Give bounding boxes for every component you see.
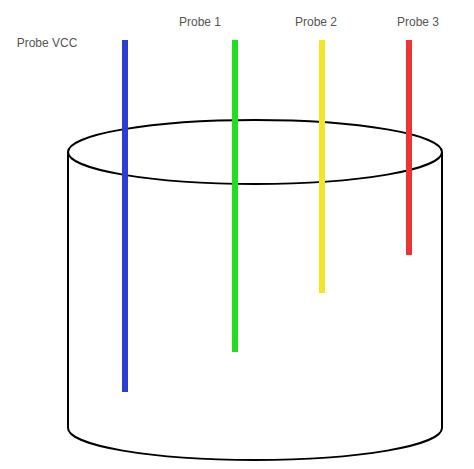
probe-label: Probe 1 (179, 15, 221, 29)
probe-label: Probe 3 (397, 15, 439, 29)
probe-1-rod (232, 40, 238, 352)
probe-2-rod (319, 40, 325, 293)
probe-vcc-rod (122, 40, 128, 392)
probe-label: Probe VCC (17, 36, 78, 50)
probe-label: Probe 2 (295, 15, 337, 29)
probe-3-rod (406, 40, 412, 255)
